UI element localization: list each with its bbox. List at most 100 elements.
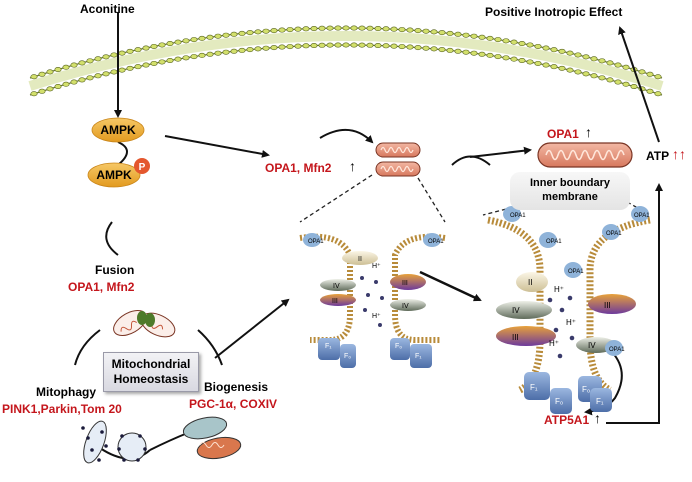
tom20-dot [120,434,124,438]
lipid-head [382,26,390,32]
lipid-head [398,44,406,50]
f1-label-1: F₁ [325,343,332,350]
lipid-head [494,37,502,43]
positive-inotropic-label: Positive Inotropic Effect [485,5,623,19]
lipid-head [390,26,398,32]
complex-iv-label-2: IV [402,303,409,310]
phospho-label: P [139,162,146,173]
complex-ii-label-1: II [358,256,362,263]
ampk-label: AMPK [100,123,136,137]
biogenesis-label: Biogenesis [204,380,269,394]
opa1-label-4: OPA1 [546,239,562,245]
lipid-head [206,51,214,57]
hplus-label-3: H⁺ [554,285,564,294]
lipid-head [214,50,222,56]
lipid-head [566,50,574,56]
lipid-head [262,45,270,51]
lipid-head [646,88,654,94]
lipid-head [342,25,350,31]
lipid-head [94,56,102,62]
lipid-head [550,47,558,53]
tom20-dot [136,458,140,462]
lipid-head [102,54,110,60]
lipid-head [94,73,102,79]
lipid-head [86,75,94,81]
ampk-p-label: AMPK [96,168,132,182]
lipid-head [558,48,566,54]
lipid-head [142,62,150,68]
lipid-head [182,55,190,61]
lipid-head [294,43,302,49]
lipid-head [190,37,198,43]
lipid-head [342,42,350,48]
lipid-head [334,42,342,48]
tom20-dot [143,447,147,451]
fusion-curve-arrow [319,129,374,144]
opa1-label-1: OPA1 [308,239,324,245]
opa1-mfn2-up-arrow: ↑ [349,158,356,174]
lipid-head [614,79,622,85]
crista-left [299,233,446,343]
lipid-head [286,44,294,50]
lipid-head [398,27,406,33]
lipid-head [598,75,606,81]
lipid-head [366,42,374,48]
lipid-head [606,77,614,83]
lipid-head [54,84,62,90]
hplus-label-4: H⁺ [566,318,576,327]
lipid-head [582,71,590,77]
tom20-dot [97,458,101,462]
fusion-proteins-label: OPA1, Mfn2 [68,280,135,294]
lipid-head [430,46,438,52]
homeo-arc-right [197,329,223,366]
fused-mitochondrion [537,142,633,168]
lipid-head [606,60,614,66]
lipid-head [62,81,70,87]
lipid-head [462,49,470,55]
lipid-head [110,69,118,75]
lipid-head [190,54,198,60]
f0-label-1: F₀ [344,353,351,360]
lipid-head [278,44,286,50]
lipid-head [510,39,518,45]
complex-iii-label-3: III [512,333,519,342]
tom20-dot [100,430,104,434]
opa1-label-7: OPA1 [606,231,622,237]
homeo-arc-left [74,329,101,366]
tom20-dot [117,447,121,451]
lipid-head [142,45,150,51]
lipid-head [502,55,510,61]
lipid-head [238,47,246,53]
lipid-head [38,88,46,94]
ampk-to-opa1-arrow [164,135,270,158]
lipid-head [134,64,142,70]
lipid-head [70,79,78,85]
lipid-head [518,58,526,64]
lipid-head [134,47,142,53]
atp-double-up-arrow: ↑↑ [672,146,686,162]
lipid-head [158,59,166,65]
inner-boundary-membrane-box: Inner boundary membrane [510,172,630,210]
lipid-head [422,45,430,51]
lipid-head [358,42,366,48]
opa1-label-5: OPA1 [568,269,584,275]
lipid-head [438,47,446,53]
lipid-head [654,91,662,97]
crista-remodel-arrow [419,270,482,302]
lipid-head [518,41,526,47]
lipid-head [110,52,118,58]
lipid-head [558,65,566,71]
tom20-dot [122,458,126,462]
lipid-head [326,25,334,31]
lipid-head [118,50,126,56]
atp5a1-up-arrow: ↑ [594,410,601,426]
lipid-head [350,42,358,48]
phospho-badge [134,158,150,174]
lipid-head [550,64,558,70]
hplus-label-2: H⁺ [372,313,381,320]
lipid-head [318,25,326,31]
lipid-head [126,65,134,71]
mitophagy-mitochondria [81,420,147,464]
hplus-label-5: H⁺ [549,339,559,348]
lipid-head [334,25,342,31]
